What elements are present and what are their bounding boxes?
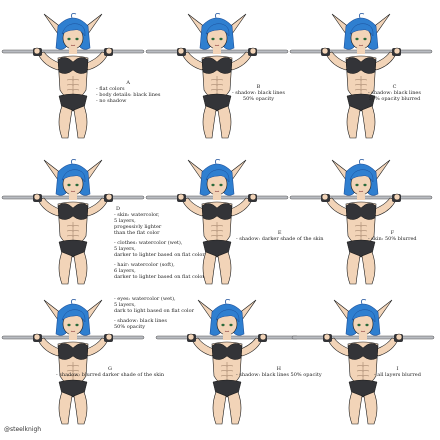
note-group-eyes: - eyes: watercolor (wet), 5 layers, dark… [114, 296, 205, 314]
note-line: 6 layers, [114, 268, 136, 274]
character-figure-b [145, 13, 289, 139]
panel-letter-b: B [256, 84, 261, 90]
note-f: F - skin: 50% blurred [368, 230, 417, 242]
panel-letter-f: F [390, 230, 395, 236]
character-figure-h [155, 299, 299, 425]
panel-letter-d: D [116, 206, 121, 212]
note-line: 5 layers, [114, 218, 136, 224]
note-line: - shadow: blurred darker shade of the sk… [56, 372, 165, 378]
note-line: darker to lighter based on flat color [114, 274, 205, 280]
character-figure-f [289, 159, 433, 285]
note-group-shadow: - shadow: black lines 50% opacity [114, 318, 205, 330]
panel-c [288, 4, 434, 150]
note-d: D - skin: watercolor, 5 layers, progessi… [114, 206, 205, 334]
note-b: B - shadow: black lines 50% opacity [232, 84, 285, 102]
character-figure-i [291, 299, 435, 425]
character-figure-g [1, 299, 145, 425]
note-line: 5 layers, [114, 246, 136, 252]
character-figure-e [145, 159, 289, 285]
note-i: I - all layers blurred [374, 366, 421, 378]
note-group-skin: - skin: watercolor, 5 layers, progessivl… [114, 212, 205, 236]
note-line: darker to lighter based on flat color [114, 252, 205, 258]
note-line: - no shadow [96, 98, 127, 104]
note-a: A - flat colors - body details: black li… [96, 80, 160, 104]
note-line: dark to light based on flat color [114, 308, 195, 314]
panel-letter-a: A [126, 80, 131, 86]
note-line: - shadow: black lines [114, 318, 167, 324]
note-line: - skin: watercolor, [114, 212, 160, 218]
note-c: C - shadow: black lines 50% opacity blur… [368, 84, 421, 102]
note-line: - body details: black lines [96, 92, 161, 98]
note-line: than the flat color [114, 230, 160, 236]
note-line: - flat colors [96, 86, 125, 92]
panel-b [144, 4, 290, 150]
note-e: E - shadow: darker shade of the skin [236, 230, 324, 242]
note-group-hair: - hair: watercolor (soft), 6 layers, dar… [114, 262, 205, 280]
panel-letter-c: C [392, 84, 397, 90]
panel-g [0, 290, 146, 436]
panel-a [0, 4, 146, 150]
note-line: - shadow: black lines [368, 90, 421, 96]
character-figure-a [1, 13, 145, 139]
panel-letter-i: I [396, 366, 399, 372]
panel-e [144, 150, 290, 296]
panel-letter-h: H [276, 366, 282, 372]
note-line: - clothes: watercolor (wet), [114, 240, 183, 246]
note-group-clothes: - clothes: watercolor (wet), 5 layers, d… [114, 240, 205, 258]
note-line: - shadow: black lines 50% opacity [236, 372, 322, 378]
panel-h [154, 290, 300, 436]
note-line: 5 layers, [114, 302, 136, 308]
note-line: - skin: 50% blurred [368, 236, 417, 242]
note-line: progessivly lighter [114, 224, 162, 230]
note-line: - all layers blurred [374, 372, 421, 378]
panel-i [290, 290, 436, 436]
note-g: G - shadow: blurred darker shade of the … [56, 366, 164, 378]
note-h: H - shadow: black lines 50% opacity [236, 366, 322, 378]
panel-f [288, 150, 434, 296]
note-line: - shadow: darker shade of the skin [236, 236, 324, 242]
panel-letter-e: E [277, 230, 282, 236]
character-figure-c [289, 13, 433, 139]
panel-letter-g: G [108, 366, 113, 372]
note-line: 50% opacity blurred [368, 96, 421, 102]
note-line: - eyes: watercolor (wet), [114, 296, 176, 302]
note-line: 50% opacity [242, 96, 275, 102]
artist-credit: @steelknigh [4, 426, 42, 433]
note-line: 50% opacity [114, 324, 146, 330]
note-line: - hair: watercolor (soft), [114, 262, 175, 268]
note-line: - shadow: black lines [232, 90, 285, 96]
